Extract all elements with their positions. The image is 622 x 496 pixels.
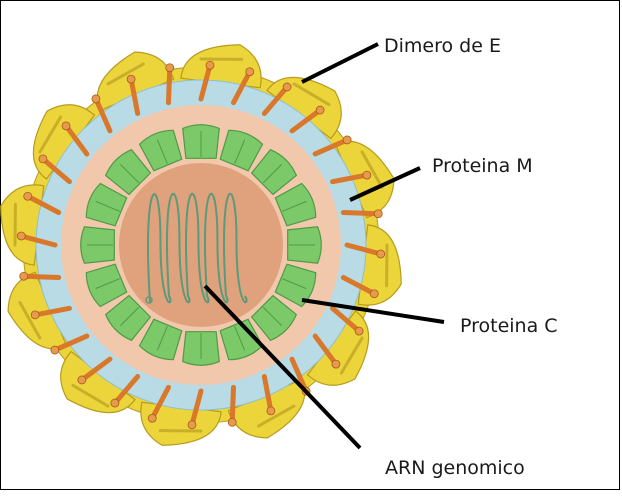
m-protein-head [17,232,25,240]
m-protein-head [31,311,39,319]
m-protein-head [355,327,363,335]
m-protein-head [374,210,382,218]
m-protein-head [246,68,254,76]
m-protein-head [62,122,70,130]
m-protein-head [111,399,119,407]
m-protein-head [78,376,86,384]
label-protein-c: Proteina C [460,315,558,337]
m-protein-head [51,346,59,354]
m-protein-head [166,64,174,72]
m-protein-head [127,75,135,83]
m-protein-head [20,272,28,280]
label-e-dimer: Dimero de E [384,35,501,57]
m-protein-head [39,155,47,163]
m-protein-head [92,95,100,103]
m-protein [343,213,378,214]
label-genomic-rna: ARN genomico [385,457,525,479]
m-protein-head [332,360,340,368]
m-protein-head [316,106,324,114]
m-protein-head [377,250,385,258]
m-protein [169,68,170,103]
m-protein [232,387,233,422]
nucleocapsid-core [119,163,283,327]
m-protein-head [363,171,371,179]
m-protein-head [267,407,275,415]
m-protein-head [188,421,196,429]
m-protein-head [24,192,32,200]
m-protein [24,276,59,277]
m-protein-head [343,136,351,144]
m-protein-head [370,290,378,298]
m-protein-head [148,414,156,422]
label-protein-m: Proteina M [432,155,533,177]
e-dimer-leader-line [302,44,378,82]
m-protein-head [283,83,291,91]
m-protein-head [206,61,214,69]
m-protein-head [228,418,236,426]
